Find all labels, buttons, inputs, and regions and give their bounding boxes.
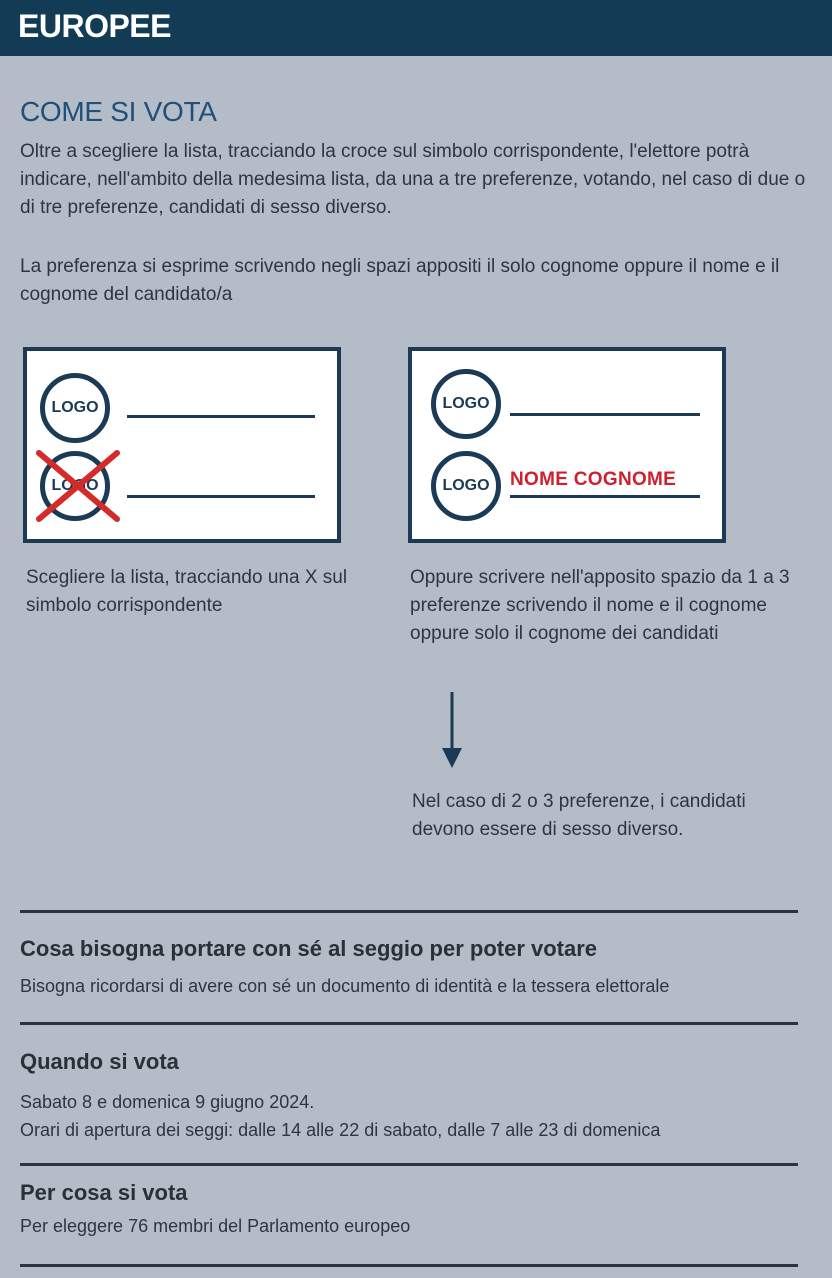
divider — [20, 1022, 798, 1025]
cross-mark-icon — [36, 450, 120, 522]
preference-line — [510, 413, 700, 416]
party-logo: LOGO — [431, 369, 501, 439]
gender-note: Nel caso di 2 o 3 preferenze, i candidat… — [412, 791, 746, 840]
arrow-down-icon — [442, 692, 462, 768]
intro-paragraph: Oltre a scegliere la lista, tracciando l… — [20, 141, 806, 218]
header-bar: EUROPEE — [0, 0, 832, 56]
preference-line — [127, 415, 315, 418]
info-title-purpose: Per cosa si vota — [20, 1180, 188, 1205]
info-title-when: Quando si vota — [20, 1049, 179, 1074]
section-title: COME SI VOTA — [20, 96, 217, 127]
caption-cross: Scegliere la lista, tracciando una X sul… — [26, 567, 348, 616]
written-name: NOME COGNOME — [510, 469, 677, 490]
divider — [20, 1264, 798, 1267]
ballot-example-name: LOGO LOGO NOME COGNOME — [408, 347, 726, 543]
info-text-purpose: Per eleggere 76 membri del Parlamento eu… — [20, 1216, 411, 1236]
preference-line — [510, 495, 700, 498]
header-title: EUROPEE — [18, 8, 171, 44]
info-text-when-hours: Orari di apertura dei seggi: dalle 14 al… — [20, 1120, 661, 1140]
divider — [20, 1163, 798, 1166]
divider — [20, 910, 798, 913]
caption-write: Oppure scrivere nell'apposito spazio da … — [410, 567, 790, 644]
preference-line — [127, 495, 315, 498]
party-logo: LOGO — [431, 451, 501, 521]
info-title-document: Cosa bisogna portare con sé al seggio pe… — [20, 936, 598, 961]
info-text-when-days: Sabato 8 e domenica 9 giugno 2024. — [20, 1092, 315, 1112]
ballot-example-cross: LOGO LOGO — [23, 347, 341, 543]
preference-paragraph: La preferenza si esprime scrivendo negli… — [20, 256, 780, 305]
info-text-document: Bisogna ricordarsi di avere con sé un do… — [20, 976, 670, 996]
party-logo: LOGO — [40, 373, 110, 443]
